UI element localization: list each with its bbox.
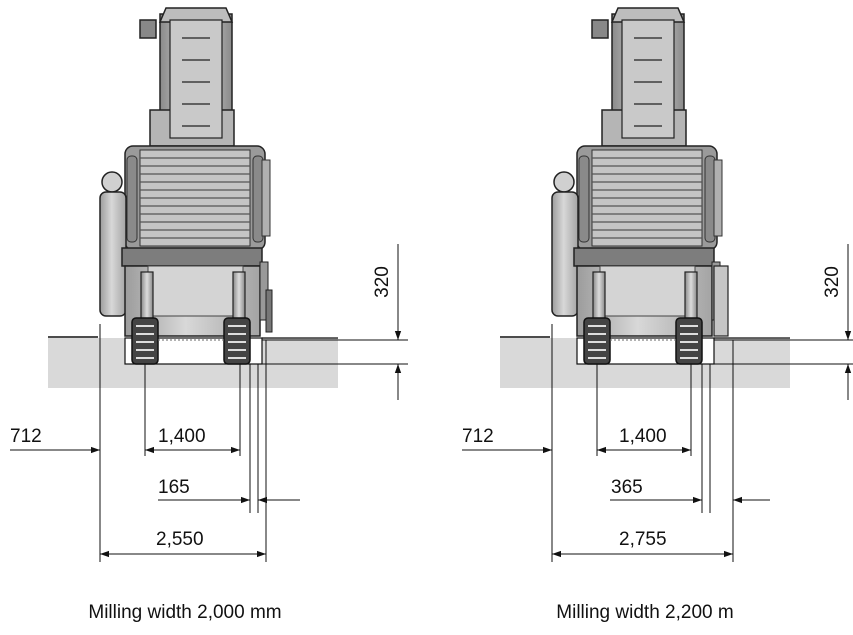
milling-machine-left <box>99 7 273 365</box>
dim-1400-left: 1,400 <box>158 426 206 447</box>
dim-712-right: 712 <box>462 426 494 447</box>
dim-1400-right: 1,400 <box>619 426 667 447</box>
ground-right <box>500 338 790 388</box>
depth-label-right: 320 <box>822 266 843 298</box>
dim-165-left: 165 <box>158 477 190 498</box>
dim-2550-left: 2,550 <box>156 529 204 550</box>
dim-712-left: 712 <box>10 426 42 447</box>
milling-machine-right <box>551 7 725 365</box>
panel-left: 320 712 1,400 165 2,550 Milling width 2,… <box>10 7 408 623</box>
caption-right: Milling width 2,200 m <box>556 602 733 623</box>
panel-right: 320 712 1,400 365 2,755 Milling width 2,… <box>462 7 853 623</box>
dim-365-right: 365 <box>611 477 643 498</box>
depth-label-left: 320 <box>372 266 393 298</box>
dim-2755-right: 2,755 <box>619 529 667 550</box>
caption-left: Milling width 2,000 mm <box>88 602 281 623</box>
